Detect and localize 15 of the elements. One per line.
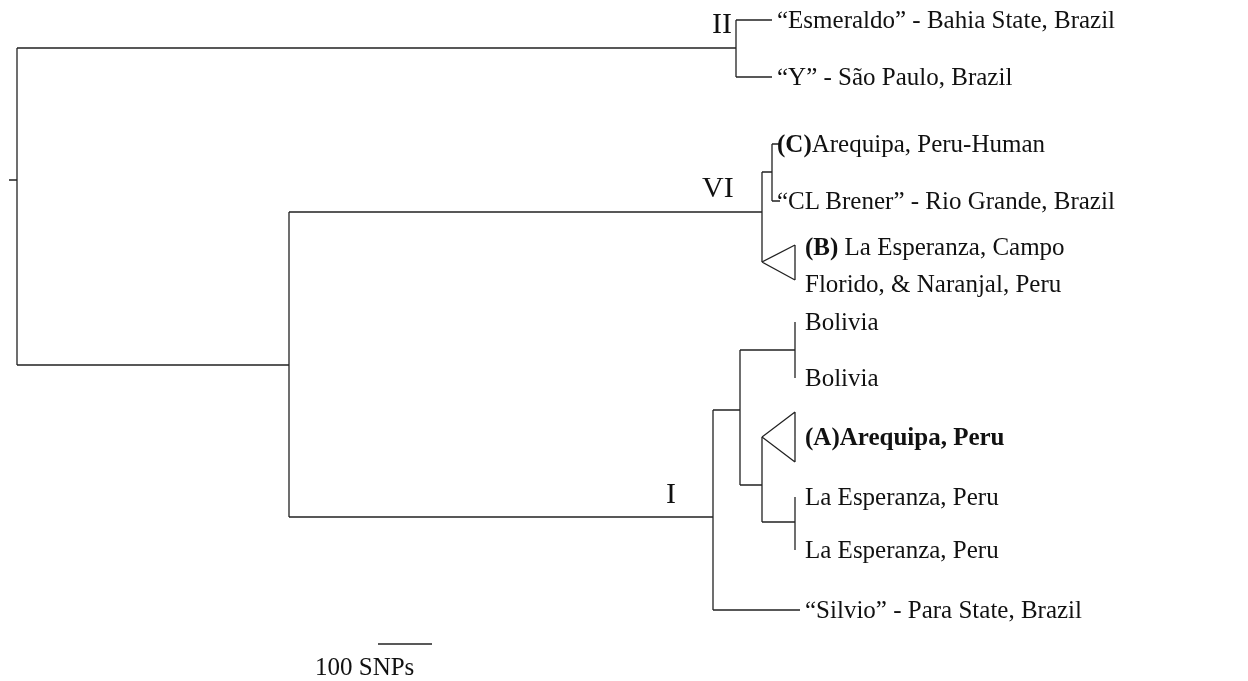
- taxon-label: Bolivia: [805, 307, 879, 337]
- taxon-label: Bolivia: [805, 363, 879, 393]
- clade-label: I: [666, 478, 676, 508]
- taxon-label: La Esperanza, Peru: [805, 535, 999, 565]
- taxon-label: (B) La Esperanza, Campo Florido, & Naranjal, Peru: [805, 232, 1066, 299]
- clade-label: II: [712, 8, 732, 38]
- taxon-label: “CL Brener” - Rio Grande, Brazil: [777, 186, 1115, 216]
- scale-label: 100 SNPs: [315, 652, 415, 681]
- clade-label: VI: [702, 172, 734, 202]
- taxon-label: (A)Arequipa, Peru: [805, 422, 1005, 452]
- taxon-label: (C)Arequipa, Peru-Human: [777, 129, 1045, 159]
- taxon-label: “Y” - São Paulo, Brazil: [777, 62, 1013, 92]
- taxon-label: “Esmeraldo” - Bahia State, Brazil: [777, 5, 1116, 35]
- taxon-label: “Silvio” - Para State, Brazil: [805, 595, 1082, 625]
- taxon-label: La Esperanza, Peru: [805, 482, 999, 512]
